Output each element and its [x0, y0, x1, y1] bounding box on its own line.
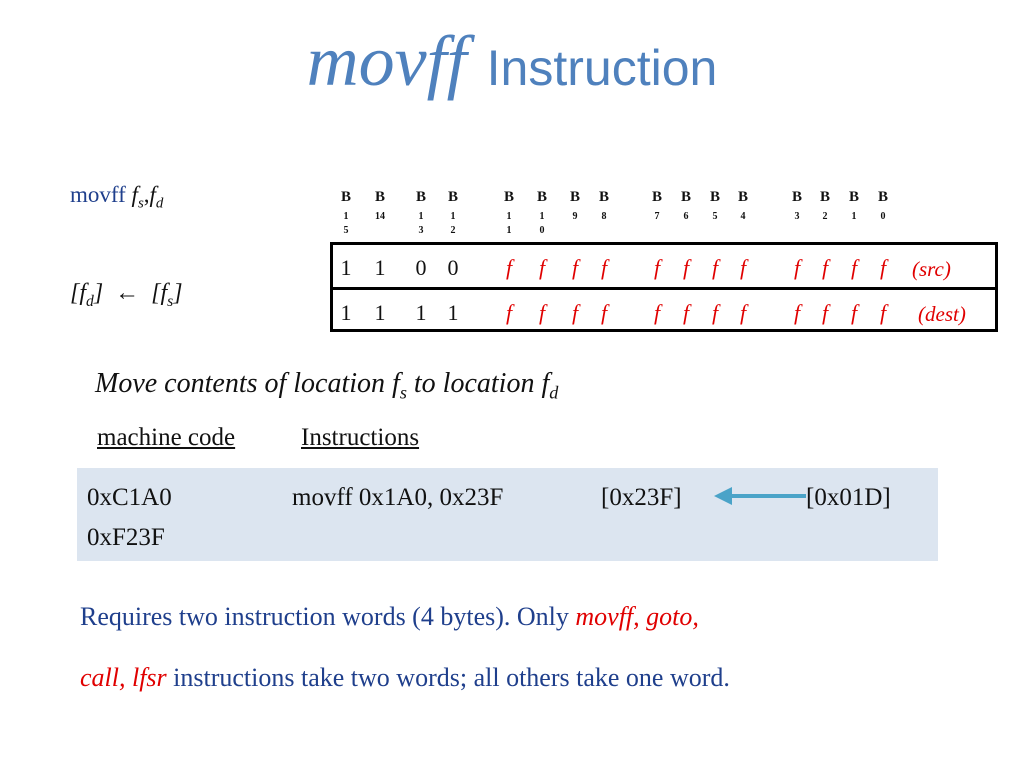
- encoding-bit: f: [682, 255, 690, 280]
- title-word: Instruction: [486, 40, 718, 96]
- encoding-bit: f: [600, 255, 608, 280]
- encoding-bit: f: [711, 300, 719, 325]
- encoding-bit: f: [505, 300, 513, 325]
- encoding-bit: f: [739, 255, 747, 280]
- encoding-bit: 0: [415, 255, 427, 280]
- encoding-bit: f: [571, 255, 579, 280]
- syntax-comma: ,: [143, 182, 150, 207]
- syntax-operand-fd: fd: [149, 182, 164, 212]
- encoding-bit: 1: [340, 255, 352, 280]
- encoding-bit: f: [821, 255, 829, 280]
- example-instruction: movff 0x1A0, 0x23F: [292, 484, 504, 511]
- encoding-bit: 1: [415, 300, 427, 325]
- title-mnemonic: movff: [306, 21, 467, 101]
- encoding-bit: 1: [340, 300, 352, 325]
- slide-title: movff Instruction: [0, 20, 1024, 103]
- left-arrow-icon: ←: [115, 280, 140, 306]
- syntax-line: movff fs,fd: [70, 182, 163, 213]
- encoding-bit: f: [682, 300, 690, 325]
- encoding-bit: f: [653, 255, 661, 280]
- note-line-2: call, lfsr instructions take two words; …: [80, 663, 730, 692]
- left-arrow-icon: [714, 487, 806, 505]
- encoding-bit: 0: [447, 255, 459, 280]
- example-box: [77, 468, 938, 561]
- machine-code-header: machine code: [97, 424, 236, 451]
- src-tag: (src): [912, 257, 951, 281]
- encoding-bit: 1: [374, 255, 386, 280]
- dest-tag: (dest): [918, 302, 966, 326]
- example-dest: [0x23F]: [601, 484, 682, 511]
- machine-code-2: 0xF23F: [87, 524, 165, 551]
- encoding-bit: f: [538, 300, 546, 325]
- note-line-1: Requires two instruction words (4 bytes)…: [80, 602, 699, 631]
- syntax-operand-fs: fs: [131, 182, 144, 212]
- encoding-bit: f: [850, 255, 858, 280]
- encoding-bit: f: [793, 255, 801, 280]
- encoding-bit: 1: [447, 300, 459, 325]
- encoding-bit: f: [711, 255, 719, 280]
- encoding-bit: f: [538, 255, 546, 280]
- table-divider: [333, 287, 995, 290]
- encoding-bit: f: [850, 300, 858, 325]
- encoding-bit: f: [879, 255, 887, 280]
- encoding-table: [330, 242, 998, 332]
- encoding-bit: f: [653, 300, 661, 325]
- encoding-bit: 1: [374, 300, 386, 325]
- example-src: [0x01D]: [806, 484, 891, 511]
- encoding-bit: f: [821, 300, 829, 325]
- machine-code-1: 0xC1A0: [87, 484, 172, 511]
- encoding-bit: f: [793, 300, 801, 325]
- description: Move contents of location fs to location…: [95, 368, 559, 403]
- transfer-notation: [fd] ← [fs]: [70, 280, 183, 310]
- encoding-bit: f: [505, 255, 513, 280]
- encoding-bit: f: [879, 300, 887, 325]
- syntax-mnemonic: movff: [70, 182, 126, 207]
- encoding-bit: f: [571, 300, 579, 325]
- encoding-bit: f: [739, 300, 747, 325]
- encoding-bit: f: [600, 300, 608, 325]
- instructions-header: Instructions: [301, 424, 420, 451]
